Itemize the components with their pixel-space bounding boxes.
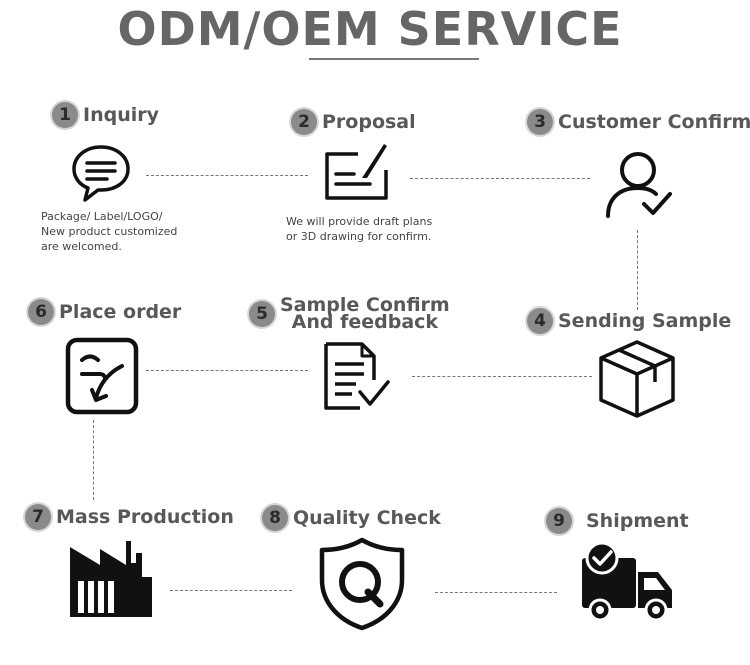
connector-1-2: [146, 175, 308, 176]
user-check-icon: [606, 152, 672, 218]
connector-5-6: [146, 370, 308, 371]
step-quality-check: 8 Quality Check: [262, 505, 441, 531]
connector-6-7: [93, 420, 94, 500]
proposal-note-line: We will provide draft plans: [286, 215, 433, 228]
inquiry-note-line: are welcomed.: [41, 240, 122, 253]
step-label-line: Sample Confirm: [280, 294, 450, 316]
package-box-icon: [599, 340, 675, 418]
page-title: ODM/OEM SERVICE: [117, 2, 623, 56]
delivery-truck-icon: [582, 542, 672, 622]
connector-2-3: [410, 178, 590, 179]
step-mass-production: 7 Mass Production: [25, 504, 234, 530]
step-label: Proposal: [322, 111, 416, 133]
step-label: Mass Production: [56, 506, 234, 528]
step-label: Sample Confirm And feedback: [280, 294, 450, 333]
inquiry-note-line: Package/ Label/LOGO/: [41, 210, 163, 223]
step-label: Place order: [59, 301, 182, 323]
step-label: Shipment: [586, 510, 689, 532]
step-customer-confirm: 3 Customer Confirm: [527, 109, 750, 135]
connector-8-9: [435, 592, 557, 593]
step-number-badge: 5: [249, 301, 275, 327]
proposal-note: We will provide draft plans or 3D drawin…: [286, 214, 432, 244]
step-number-badge: 4: [527, 308, 553, 334]
connector-7-8: [170, 590, 292, 591]
step-sample-confirm: 5 Sample Confirm And feedback: [249, 294, 450, 333]
step-label: Sending Sample: [558, 310, 732, 332]
step-label-line: And feedback: [291, 311, 439, 333]
order-form-icon: [65, 337, 139, 415]
inquiry-note: Package/ Label/LOGO/ New product customi…: [41, 209, 177, 254]
step-number-badge: 8: [262, 505, 288, 531]
step-proposal: 2 Proposal: [291, 109, 416, 135]
step-number-badge: 3: [527, 109, 553, 135]
step-number-badge: 7: [25, 504, 51, 530]
step-label: Inquiry: [83, 104, 159, 126]
step-number-badge: 6: [28, 299, 54, 325]
proposal-note-line: or 3D drawing for confirm.: [286, 230, 432, 243]
signature-form-icon: [325, 144, 388, 200]
step-place-order: 6 Place order: [28, 299, 181, 325]
step-number-badge: 1: [52, 102, 78, 128]
step-number-badge: 9: [546, 508, 572, 534]
step-label: Customer Confirm: [558, 111, 750, 133]
document-check-icon: [324, 342, 390, 410]
connector-3-4: [637, 230, 638, 310]
chat-bubble-icon: [72, 145, 130, 202]
step-number-badge: 2: [291, 109, 317, 135]
factory-icon: [70, 541, 152, 617]
connector-4-5: [412, 376, 592, 377]
inquiry-note-line: New product customized: [41, 225, 178, 238]
step-sending-sample: 4 Sending Sample: [527, 308, 731, 334]
quality-shield-icon: [319, 537, 405, 631]
title-underline: [309, 58, 479, 60]
step-label: Quality Check: [293, 507, 441, 529]
step-shipment: 9 Shipment: [546, 508, 689, 534]
step-inquiry: 1 Inquiry: [52, 102, 159, 128]
